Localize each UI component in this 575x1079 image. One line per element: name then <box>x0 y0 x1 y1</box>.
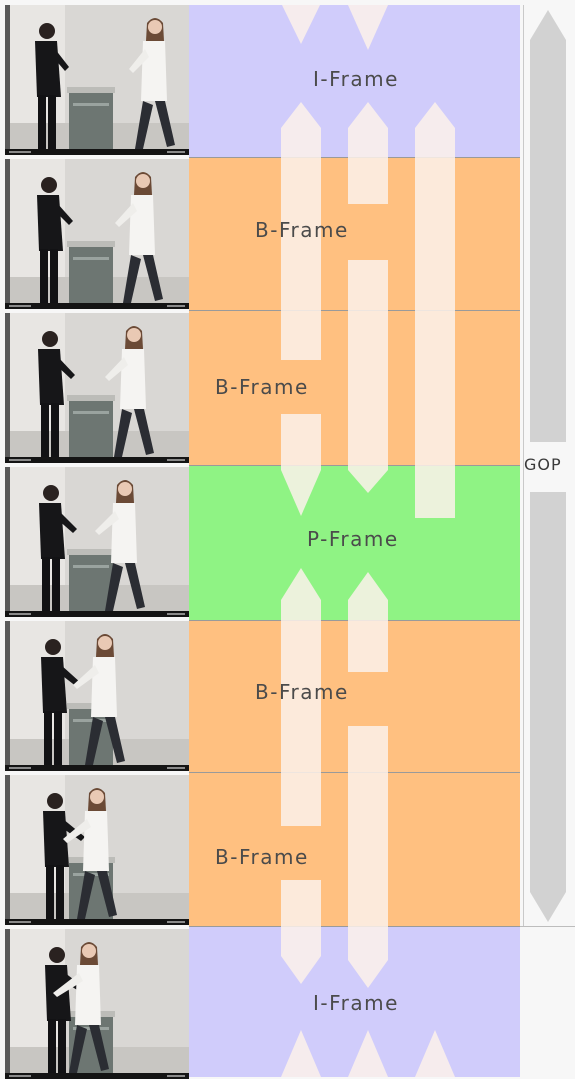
gop-divider <box>523 5 524 927</box>
frame-band-5: B-Frame <box>189 621 520 773</box>
gop-label: GOP <box>524 455 562 474</box>
frame-band-4: P-Frame <box>189 466 520 621</box>
frame-band-1: I-Frame <box>189 5 520 158</box>
thumbnail-timecode-bar <box>5 303 189 309</box>
thumbnail-timecode-bar <box>5 149 189 155</box>
thumbnail-timecode-bar <box>5 611 189 617</box>
video-thumbnail-3 <box>5 313 189 463</box>
thumbnail-timecode-bar <box>5 457 189 463</box>
frame-band-7: I-Frame <box>189 927 520 1077</box>
frame-label-3: B-Frame <box>215 375 309 399</box>
frame-label-1: I-Frame <box>313 67 399 91</box>
thumbnail-timecode-bar <box>5 765 189 771</box>
video-thumbnail-1 <box>5 5 189 155</box>
gop-bottom-line <box>520 926 575 927</box>
gop-arrow-bottom <box>530 492 566 922</box>
frame-label-5: B-Frame <box>255 680 349 704</box>
frame-label-4: P-Frame <box>307 527 399 551</box>
frame-band-6: B-Frame <box>189 773 520 927</box>
thumbnail-timecode-bar <box>5 919 189 925</box>
video-thumbnail-5 <box>5 621 189 771</box>
video-thumbnail-4 <box>5 467 189 617</box>
video-thumbnail-6 <box>5 775 189 925</box>
frame-band-3: B-Frame <box>189 311 520 466</box>
gop-arrow-top <box>530 10 566 442</box>
frame-label-7: I-Frame <box>313 991 399 1015</box>
video-thumbnail-2 <box>5 159 189 309</box>
frame-label-6: B-Frame <box>215 845 309 869</box>
frame-band-2: B-Frame <box>189 158 520 311</box>
thumbnail-timecode-bar <box>5 1073 189 1079</box>
video-thumbnail-7 <box>5 929 189 1079</box>
frame-label-2: B-Frame <box>255 218 349 242</box>
